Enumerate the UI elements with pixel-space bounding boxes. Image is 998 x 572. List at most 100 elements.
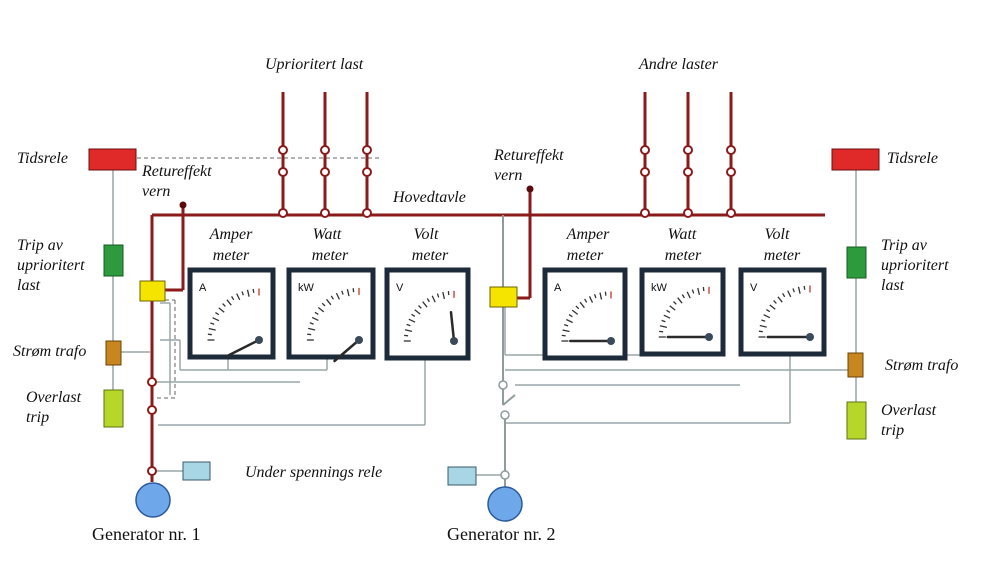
meter-scale-tick <box>330 295 334 300</box>
meter-scale-tick <box>252 288 255 293</box>
tidsrele-left-box <box>88 148 137 171</box>
meter-scale-tick <box>599 292 603 300</box>
meter-scale-tick <box>697 287 701 296</box>
under-spennings-rele-label: Under spennings rele <box>245 464 383 481</box>
retureffekt-vern-2-box <box>489 286 518 308</box>
meter-scale-tick <box>579 301 585 309</box>
retureffekt-vern-dots <box>179 185 534 209</box>
meter-scale-tick <box>769 304 776 310</box>
meter-6: V <box>738 267 827 357</box>
trip-left-label: Trip av uprioritert last <box>17 237 85 294</box>
under-spennings-rele-1-box <box>182 461 211 481</box>
generator-2-contacts <box>498 380 510 480</box>
generator-2-icon <box>487 486 523 522</box>
generator-1-label: Generator nr. 1 <box>92 524 201 544</box>
meter-unit-label: V <box>750 282 758 294</box>
meter-scale-tick <box>442 291 446 300</box>
meter-scale-tick <box>215 312 220 316</box>
meter-scale-tick <box>321 302 326 307</box>
meter-scale-tick <box>431 295 436 303</box>
meter-unit-label: kW <box>298 282 315 294</box>
strom-trafo-left-label: Strøm trafo <box>13 343 87 360</box>
meter-pivot <box>255 336 263 344</box>
strom-trafo-left-box <box>105 340 122 366</box>
meter-5-title-a: Watt <box>667 226 697 243</box>
meter-scale-tick <box>759 324 767 328</box>
under-spennings-rele-2-box <box>447 466 477 486</box>
meter-scale-tick <box>604 291 607 296</box>
meter-scale-tick <box>803 285 806 290</box>
meter-scale-tick <box>562 329 570 333</box>
retureffekt-vern-1-box <box>139 280 166 302</box>
meter-scale-tick <box>208 327 216 331</box>
meter-scale-tick <box>571 309 579 315</box>
meter-scale-tick <box>673 301 677 305</box>
meter-needle <box>449 310 456 343</box>
meter-5-title-b: meter <box>664 247 702 264</box>
meter-scale-tick <box>758 330 763 333</box>
tidsrele-left-label: Tidsrele <box>17 150 68 167</box>
meter-scale-tick <box>406 323 411 327</box>
meter-scale-tick <box>584 298 588 303</box>
uprioritert-last-label: Uprioritert last <box>265 56 364 73</box>
retureffekt-vern-2-label-a: Retureffekt <box>494 147 564 164</box>
meter-scale-tick <box>207 333 212 336</box>
meter-scale-tick <box>691 289 695 294</box>
meter-scale-tick <box>782 293 786 298</box>
meter-scale-tick <box>761 319 766 322</box>
meter-scale-tick <box>309 322 314 325</box>
meter-scale-tick <box>575 305 580 310</box>
meter-scale-tick <box>787 290 792 298</box>
dashed-links <box>137 157 380 399</box>
meter-scale-tick <box>766 309 771 313</box>
tidsrele-right-box <box>831 148 880 171</box>
retureffekt-vern-1-label-a: Retureffekt <box>142 163 212 180</box>
overlast-right-box <box>846 401 867 440</box>
meter-4-title-a: Amper <box>566 226 610 243</box>
meter-scale-tick <box>422 301 428 308</box>
meter-6-title-b: meter <box>763 247 801 264</box>
meter-pivot <box>607 337 615 345</box>
meter-scale-tick <box>681 294 685 299</box>
meter-3-title-b: meter <box>411 247 449 264</box>
meter-needle <box>333 338 361 363</box>
trip-right-box <box>846 246 867 279</box>
meter-scale-tick <box>311 316 319 321</box>
meter-5: kW <box>639 267 726 357</box>
meter-1-title-b: meter <box>212 247 250 264</box>
meter-2-title-a: Watt <box>312 226 342 243</box>
meter-scale-tick <box>661 319 666 323</box>
meter-1: A <box>187 267 276 360</box>
meter-scale-tick <box>426 298 430 303</box>
meter-3-title-a: Volt <box>413 226 439 243</box>
meter-6-title-a: Volt <box>764 226 790 243</box>
meter-unit-label: A <box>199 282 207 294</box>
meter-needle <box>225 338 261 358</box>
meter-scale-tick <box>414 309 421 315</box>
meter-scale-tick <box>335 292 340 300</box>
meter-scale-tick <box>561 334 566 337</box>
meter-scale-tick <box>773 300 777 304</box>
meter-scale-tick <box>666 309 671 313</box>
meter-4: A <box>542 267 628 361</box>
meter-scale-tick <box>308 327 316 331</box>
generator-2-label: Generator nr. 2 <box>447 524 556 544</box>
meter-scale-tick <box>404 329 413 333</box>
meter-2-title-b: meter <box>311 247 349 264</box>
meter-scale-tick <box>588 296 594 303</box>
meter-scale-tick <box>411 313 416 317</box>
meter-scale-tick <box>797 286 801 294</box>
meter-scale-tick <box>236 293 241 301</box>
meter-scale-tick <box>792 288 795 293</box>
meter-scale-tick <box>317 306 325 313</box>
signal-wires <box>112 170 857 476</box>
andre-laster-label: Andre laster <box>639 56 718 73</box>
meter-scale-tick <box>341 290 344 295</box>
meter-scale-tick <box>418 305 422 309</box>
meter-scale-tick <box>436 293 440 298</box>
meter-scale-tick <box>659 325 668 329</box>
meter-unit-label: A <box>554 282 562 294</box>
meter-scale-tick <box>566 318 573 324</box>
